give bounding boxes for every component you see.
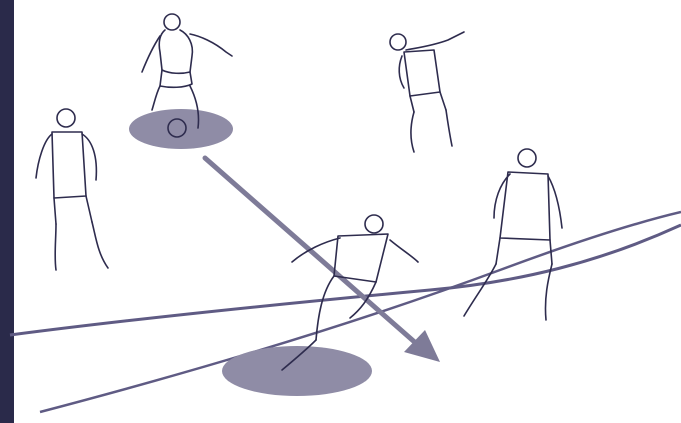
player-head bbox=[164, 14, 180, 30]
ball-zone-ellipse bbox=[129, 109, 233, 149]
player-midfielder-top-right bbox=[390, 32, 464, 152]
player-defender-right bbox=[464, 149, 562, 320]
pass-arrow-shaft bbox=[205, 158, 418, 345]
player-defender-left bbox=[36, 109, 108, 270]
player-head bbox=[390, 34, 406, 50]
player-head bbox=[57, 109, 75, 127]
player-head bbox=[518, 149, 536, 167]
player-head bbox=[365, 215, 383, 233]
target-zone-ellipse bbox=[222, 346, 372, 396]
